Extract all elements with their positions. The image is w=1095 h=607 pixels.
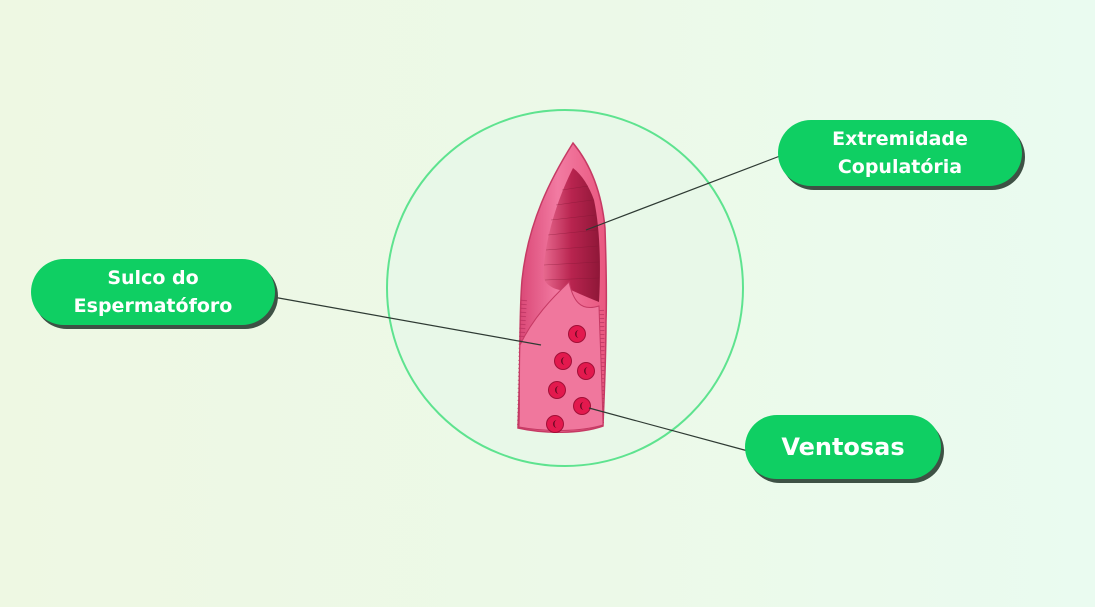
sucker <box>573 397 591 415</box>
label-extremidade-copulatoria: Extremidade Copulatória <box>778 120 1022 186</box>
leader-line-ventosas <box>588 407 749 452</box>
sucker <box>577 362 595 380</box>
label-sulco-text: Sulco do Espermatóforo <box>73 267 233 317</box>
label-extremidade-text: Extremidade Copulatória <box>832 128 968 178</box>
label-sulco-espermatoforo: Sulco do Espermatóforo <box>31 259 275 325</box>
spermatophore-groove <box>543 168 600 302</box>
leader-line-sulco <box>272 296 542 346</box>
hectocotylus-illustration <box>517 141 608 433</box>
sucker <box>548 381 566 399</box>
sucker <box>546 415 564 433</box>
sucker <box>568 325 586 343</box>
label-ventosas-text: Ventosas <box>781 433 905 461</box>
suckers-group <box>546 325 595 433</box>
leader-line-extremidade <box>585 155 781 231</box>
label-ventosas: Ventosas <box>745 415 941 479</box>
sucker <box>554 352 572 370</box>
